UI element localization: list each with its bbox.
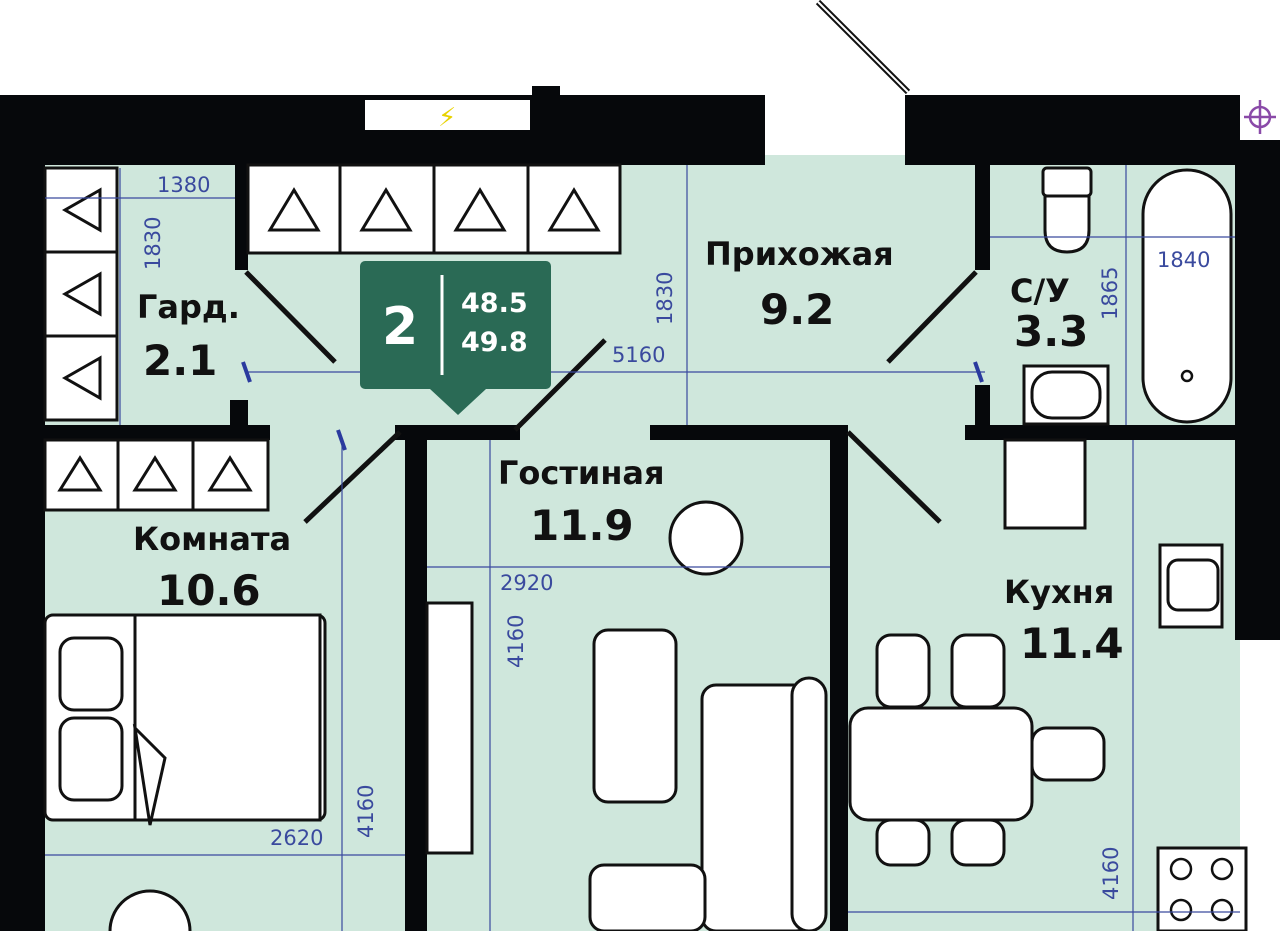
room-area-bedroom: 10.6 xyxy=(157,566,261,615)
room-area-kitchen: 11.4 xyxy=(1020,619,1124,668)
dim-bedroom-depth: 4160 xyxy=(354,785,378,838)
bathroom-fixtures xyxy=(1022,166,1233,426)
room-name-kitchen: Кухня xyxy=(1004,573,1114,611)
dim-living-depth: 4160 xyxy=(504,615,528,668)
room-name-bedroom: Комната xyxy=(133,520,291,558)
wardrobe-shelves xyxy=(43,163,622,512)
room-name-hallway: Прихожая xyxy=(705,235,894,273)
dim-bath-length: 1840 xyxy=(1157,248,1210,272)
badge-living-area: 48.5 xyxy=(461,288,528,319)
power-icon: ⚡ xyxy=(438,103,456,133)
dim-hall-depth: 1830 xyxy=(653,272,677,325)
dim-wardrobe-depth: 1830 xyxy=(141,217,165,270)
dim-hall-length: 5160 xyxy=(612,343,665,367)
kitchen-furniture xyxy=(848,438,1248,931)
room-name-wardrobe: Гард. xyxy=(137,288,240,326)
room-area-living: 11.9 xyxy=(530,501,634,550)
apartment-badge: 2 48.5 49.8 xyxy=(360,261,551,415)
room-name-living: Гостиная xyxy=(498,454,665,492)
living-furniture xyxy=(425,500,828,931)
dim-wardrobe-width: 1380 xyxy=(157,173,210,197)
room-area-bathroom: 3.3 xyxy=(1014,307,1088,356)
entry-area xyxy=(765,155,905,165)
badge-total-area: 49.8 xyxy=(461,327,528,358)
riser-icon xyxy=(1244,100,1276,134)
bedroom-furniture xyxy=(43,613,327,931)
room-area-hallway: 9.2 xyxy=(760,285,834,334)
dim-bedroom-width: 2620 xyxy=(270,826,323,850)
dim-kitchen-depth: 4160 xyxy=(1099,847,1123,900)
dim-bath-depth: 1865 xyxy=(1098,267,1122,320)
room-area-wardrobe: 2.1 xyxy=(143,336,217,385)
walls xyxy=(0,86,1280,931)
interior-doors xyxy=(244,270,978,524)
badge-room-count: 2 xyxy=(382,297,418,357)
room-name-bathroom: С/У xyxy=(1010,272,1070,310)
dim-living-width: 2920 xyxy=(500,571,553,595)
window xyxy=(365,100,530,130)
